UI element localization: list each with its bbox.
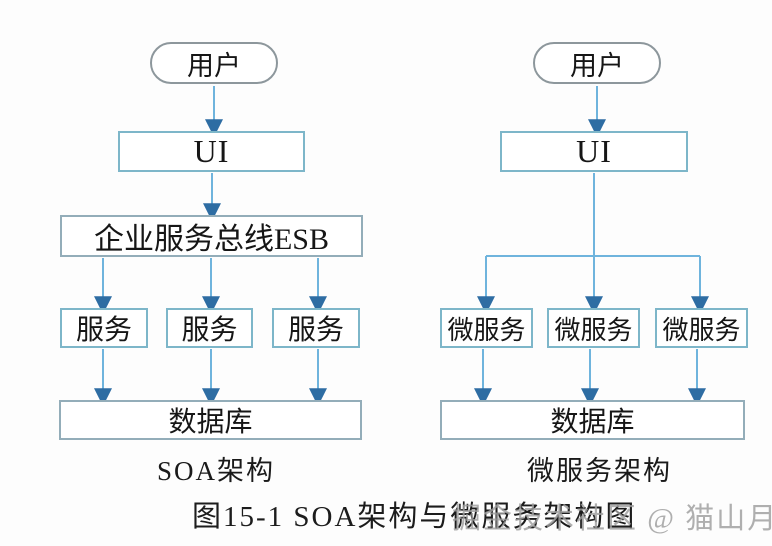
micro-architecture-label: 微服务架构 bbox=[527, 456, 672, 486]
micro-service-label: 微服务 bbox=[662, 315, 741, 345]
watermark-text: 掘金技术社区 @ 猫山月 bbox=[452, 503, 772, 535]
soa-database-node: 数据库 bbox=[59, 400, 362, 440]
soa-database-label: 数据库 bbox=[168, 407, 253, 438]
soa-service-label: 服务 bbox=[287, 315, 344, 346]
micro-service-node-1: 微服务 bbox=[440, 308, 533, 348]
soa-esb-node: 企业服务总线ESB bbox=[60, 215, 363, 257]
soa-user-node: 用户 bbox=[150, 42, 278, 84]
micro-service-label: 微服务 bbox=[554, 315, 633, 345]
micro-database-label: 数据库 bbox=[550, 407, 635, 438]
figure-caption: 图15-1 SOA架构与微服务架构图 bbox=[192, 501, 637, 533]
soa-esb-label: 企业服务总线ESB bbox=[93, 223, 330, 256]
soa-service-node-3: 服务 bbox=[272, 308, 360, 348]
micro-user-label: 用户 bbox=[570, 50, 624, 81]
micro-ui-node: UI bbox=[500, 131, 688, 172]
soa-architecture-label: SOA架构 bbox=[157, 456, 276, 486]
micro-user-node: 用户 bbox=[533, 42, 661, 84]
micro-ui-label: UI bbox=[576, 133, 612, 169]
soa-user-label: 用户 bbox=[187, 50, 241, 81]
soa-ui-label: UI bbox=[193, 133, 230, 169]
micro-database-node: 数据库 bbox=[440, 400, 745, 440]
soa-service-label: 服务 bbox=[75, 315, 132, 346]
micro-service-label: 微服务 bbox=[447, 315, 526, 345]
micro-service-node-3: 微服务 bbox=[655, 308, 748, 348]
soa-service-node-2: 服务 bbox=[166, 308, 253, 348]
soa-service-label: 服务 bbox=[181, 315, 238, 346]
soa-ui-node: UI bbox=[118, 131, 305, 172]
micro-service-node-2: 微服务 bbox=[547, 308, 640, 348]
soa-service-node-1: 服务 bbox=[60, 308, 148, 348]
